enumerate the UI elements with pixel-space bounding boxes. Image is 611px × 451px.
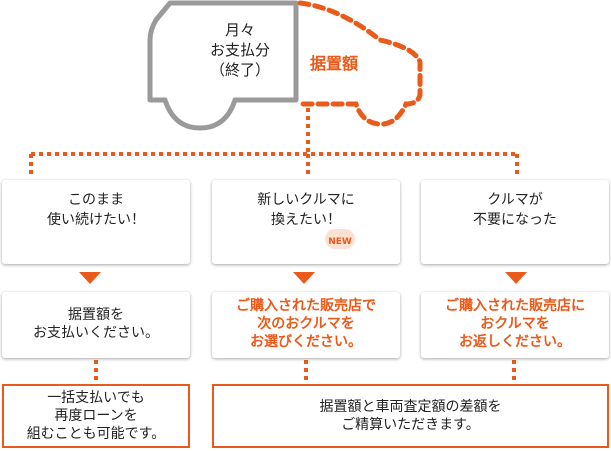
option-question: クルマが 不要になった (473, 192, 557, 228)
deferred-car-outline (297, 0, 423, 127)
answer-text: ご購入された販売店で 次のおクルマを お選びください。 (236, 298, 376, 350)
result-box-settle: 据置額と車両査定額の差額を ご精算いただきます。 (212, 384, 609, 448)
answer-card-replace: ご購入された販売店で 次のおクルマを お選びください。 (212, 292, 400, 358)
result-text: 一括支払いでも 再度ローンを 組むことも可能です。 (26, 390, 166, 442)
answer-text: ご購入された販売店に おクルマを お返しください。 (445, 298, 585, 350)
option-card-keep: このまま 使い続けたい！ (2, 180, 190, 264)
result-text: 据置額と車両査定額の差額を ご精算いただきます。 (319, 399, 502, 433)
arrow-down-2 (293, 272, 315, 284)
answer-text: 据置額を お支払いください。 (33, 307, 159, 341)
answer-card-keep: 据置額を お支払いください。 (2, 292, 190, 358)
result-box-keep: 一括支払いでも 再度ローンを 組むことも可能です。 (2, 384, 190, 448)
option-question: 新しいクルマに 換えたい！ (257, 192, 355, 228)
monthly-car-body (147, 0, 299, 131)
option-question: このまま 使い続けたい！ (47, 192, 145, 228)
answer-card-return: ご購入された販売店に おクルマを お返しください。 (421, 292, 609, 358)
arrow-down-3 (505, 272, 527, 284)
monthly-payment-label: 月々 お支払分 （終了） (209, 21, 270, 79)
new-badge-label: NEW (328, 237, 352, 247)
option-card-return: クルマが 不要になった (421, 180, 609, 264)
new-badge: NEW (325, 229, 355, 249)
deferred-amount-label: 据置額 (310, 54, 359, 73)
option-card-replace: 新しいクルマに 換えたい！ (212, 180, 400, 264)
arrow-down-1 (79, 272, 101, 284)
